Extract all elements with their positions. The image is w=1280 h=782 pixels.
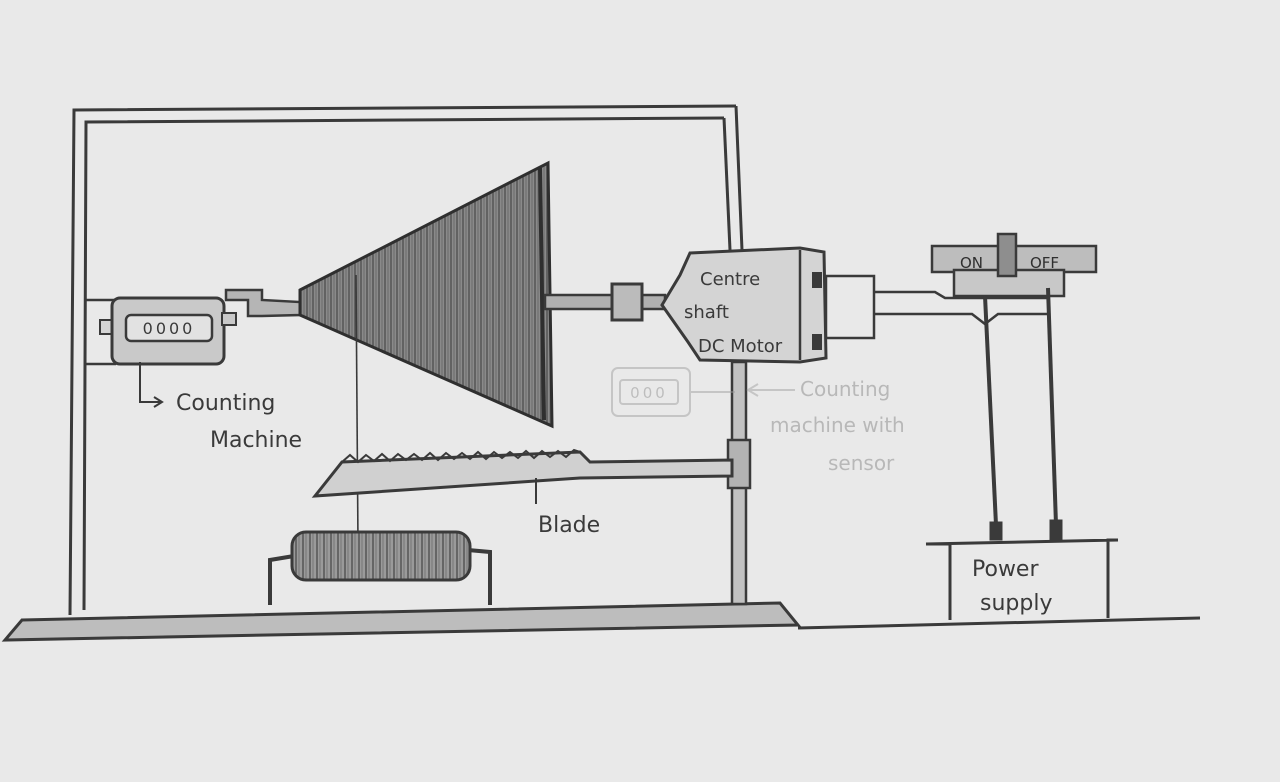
power-label-1: Power (972, 557, 1039, 582)
motor-label-3: DC Motor (698, 336, 783, 357)
counter-display: 0000 (143, 319, 196, 338)
counter-coupling (226, 290, 300, 316)
sensor-counter: 000 (612, 368, 795, 416)
cone-drum (300, 163, 552, 426)
switch-off-label: OFF (1030, 254, 1059, 272)
switch-on-label: ON (960, 254, 983, 272)
on-off-switch (932, 234, 1096, 296)
sensor-label-1: Counting (800, 377, 890, 401)
saw-blade (315, 450, 732, 504)
sensor-label-2: machine with (770, 413, 905, 437)
motor-post (728, 362, 750, 604)
counting-machine-label-2: Machine (210, 428, 302, 453)
motor-label-1: Centre (700, 269, 760, 290)
sensor-display: 000 (630, 384, 668, 402)
power-label-2: supply (980, 591, 1052, 616)
power-wires (985, 288, 1062, 540)
roller-stand (270, 532, 490, 605)
motor-shaft (545, 284, 665, 320)
counting-machine-label-1: Counting (176, 391, 275, 416)
motor-label-2: shaft (684, 302, 729, 323)
blade-label: Blade (538, 513, 600, 538)
sensor-label-3: sensor (828, 451, 895, 475)
